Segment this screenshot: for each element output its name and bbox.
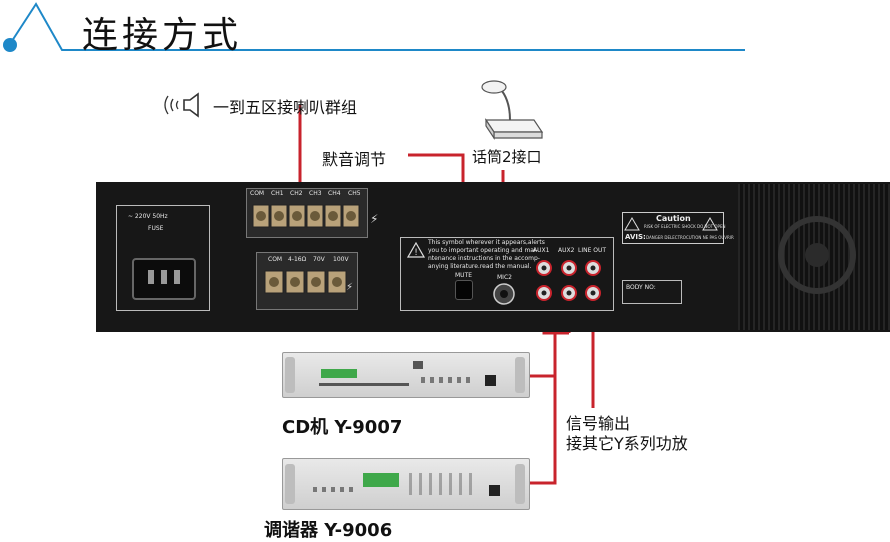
warning-text: This symbol wherever it appears,alerts y…	[428, 239, 545, 271]
body-no-label: BODY NO:	[626, 284, 656, 291]
mute-knob[interactable]	[455, 280, 473, 300]
mic2-panel-label: MIC2	[497, 274, 512, 281]
device-handle-left	[285, 464, 295, 504]
output-screws[interactable]	[264, 270, 352, 300]
warning-line-2: you to important operating and mai-	[428, 247, 538, 254]
channel-ch1: CH1	[271, 190, 284, 197]
line-out-label: LINE OUT	[578, 247, 607, 254]
tuner-label: 调谐器 Y-9006	[264, 520, 393, 541]
channel-ch5: CH5	[348, 190, 361, 197]
warning-triangle-icon: !	[406, 241, 426, 262]
tuner-power-button[interactable]	[489, 485, 500, 496]
device-handle-right	[515, 464, 525, 504]
cd-tray-slot[interactable]	[319, 383, 409, 386]
cd-display	[321, 369, 357, 378]
lightning-icon-2: ⚡	[346, 282, 354, 293]
output-com: COM	[268, 256, 283, 263]
cd-control-buttons[interactable]	[421, 377, 471, 383]
output-70v: 70V	[313, 256, 325, 263]
channel-screws[interactable]	[252, 204, 362, 234]
signal-output-sub-label: 接其它Y系列功放	[566, 434, 688, 453]
cd-logo-badge	[413, 361, 423, 369]
cd-player-label: CD机 Y-9007	[282, 417, 403, 438]
rca-jacks[interactable]	[532, 258, 608, 308]
avis-text: AVIS:	[625, 233, 646, 241]
caution-triangle-icon	[624, 216, 640, 235]
tuner-display	[363, 473, 399, 487]
tuner-buttons-right[interactable]	[409, 473, 473, 495]
speaker-groups-label: 一到五区接喇叭群组	[213, 98, 358, 117]
caution-label-box	[622, 212, 724, 244]
microphone-icon	[478, 80, 548, 152]
tuner-buttons-left[interactable]	[313, 487, 357, 492]
page-title: 连接方式	[82, 15, 243, 56]
channel-ch4: CH4	[328, 190, 341, 197]
mic2-jack[interactable]	[492, 282, 516, 310]
warning-line-4: anying literature.read the manual.	[428, 263, 532, 270]
output-100v: 100V	[333, 256, 349, 263]
mic2-label: 话筒2接口	[472, 148, 542, 166]
caution-triangle-icon-2	[702, 216, 718, 235]
aux2-label: AUX2	[558, 247, 575, 254]
lightning-icon: ⚡	[370, 212, 379, 226]
fuse-voltage: ~ 220V 50Hz	[128, 213, 168, 220]
device-handle-right	[515, 357, 525, 393]
output-416: 4-16Ω	[288, 256, 307, 263]
svg-text:!: !	[414, 248, 418, 258]
warning-line-3: ntenance instructions in the accomp-	[428, 255, 540, 262]
channel-ch2: CH2	[290, 190, 303, 197]
mute-label: 默音调节	[322, 150, 387, 169]
device-handle-left	[285, 357, 295, 393]
avis-sub-text: DANGER DELECTROCUTION NE PAS OUVRIR	[646, 235, 734, 240]
channel-ch3: CH3	[309, 190, 322, 197]
speaker-icon	[160, 92, 208, 122]
fuse-label: FUSE	[148, 225, 164, 232]
power-socket-icon[interactable]	[132, 258, 196, 300]
cd-player-device	[282, 352, 530, 398]
caution-sub-text: RISK OF ELECTRIC SHOCK DO NOT OPEN	[644, 224, 726, 229]
tuner-device	[282, 458, 530, 510]
warning-line-1: This symbol wherever it appears,alerts	[428, 239, 545, 246]
mute-panel-label: MUTE	[455, 272, 473, 279]
header-decoration	[0, 0, 890, 60]
body-no-box	[622, 280, 682, 304]
caution-text: Caution	[656, 214, 691, 223]
signal-output-label: 信号输出	[566, 414, 631, 433]
channel-com: COM	[250, 190, 265, 197]
input-section-box	[400, 237, 614, 311]
aux1-label: AUX1	[533, 247, 550, 254]
fan-blade-icon	[772, 210, 862, 304]
header-line-icon	[3, 2, 745, 52]
power-fuse-box	[116, 205, 210, 311]
cd-power-button[interactable]	[485, 375, 496, 386]
